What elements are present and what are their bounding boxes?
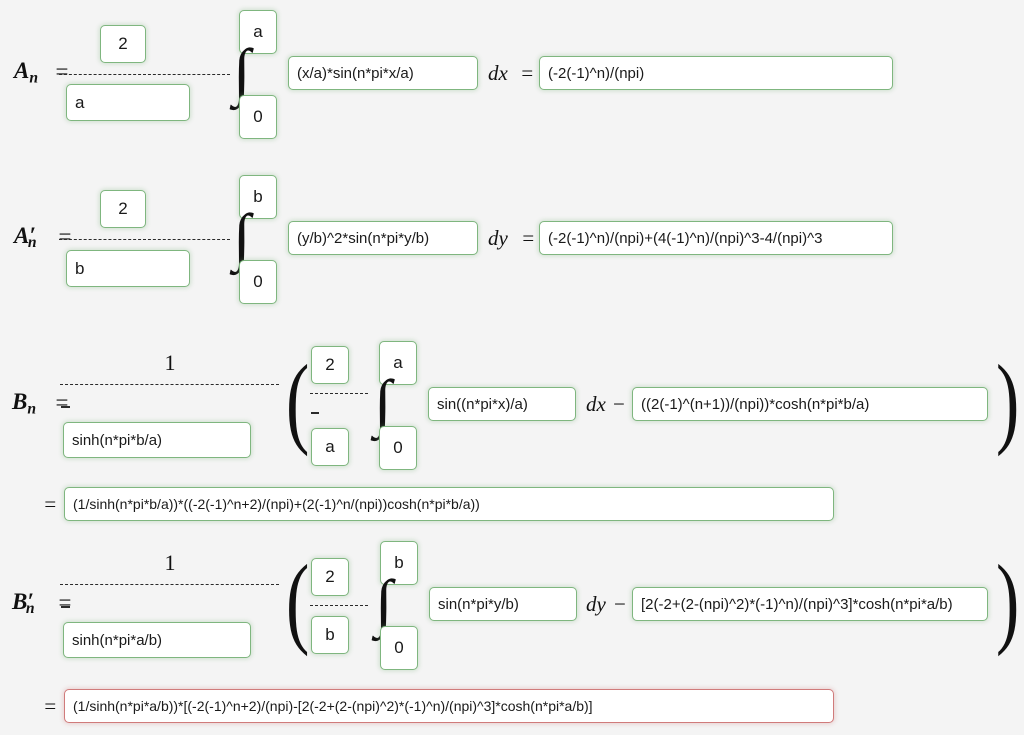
group-close-paren-Bn: ) [996, 346, 1020, 458]
inner-numerator-input-Bnp[interactable]: 2 [311, 558, 349, 596]
integral-lower-limit-Bn[interactable]: 0 [379, 426, 417, 470]
final-result-input-Bn[interactable]: (1/sinh(n*pi*b/a))*((-2(-1)^n+2)/(npi)+(… [64, 487, 834, 521]
group-open-paren-Bnp: ( [286, 546, 310, 658]
group-close-paren-Bnp: ) [996, 546, 1020, 658]
operator-minus-Bnp: − [614, 592, 626, 616]
inner-fraction-bar-Bn [310, 393, 368, 394]
result-input-Anp[interactable]: (-2(-1)^n)/(npi)+(4(-1)^n)/(npi)^3-4/(np… [539, 221, 893, 255]
outer-fraction-bar-Bn [60, 384, 279, 385]
differential-Bnp: dy [586, 592, 606, 616]
operator-minus-Bn: − [613, 392, 625, 416]
denominator-input-Anp[interactable]: b [66, 250, 190, 287]
numerator-input-Anp[interactable]: 2 [100, 190, 146, 228]
inner-stray-dash-Bn [311, 412, 319, 414]
group-open-paren-Bn: ( [286, 346, 310, 458]
integrand-input-An[interactable]: (x/a)*sin(n*pi*x/a) [288, 56, 478, 90]
outer-denominator-input-Bnp[interactable]: sinh(n*pi*a/b) [63, 622, 251, 658]
label-Bn: Bn [12, 389, 37, 418]
fraction-bar-Anp [59, 239, 230, 240]
equals-Anp: = [57, 224, 73, 249]
differential-Bn: dx [586, 392, 606, 416]
integral-icon-Anp: ∫ [233, 201, 251, 272]
numerator-input-An[interactable]: 2 [100, 25, 146, 63]
result-equals-Anp: = [521, 226, 536, 250]
label-An: An [14, 58, 39, 87]
outer-numerator-Bn: 1 [164, 350, 176, 375]
differential-An: dx [488, 61, 508, 85]
final-equals-Bnp: = [43, 694, 58, 718]
final-equals-Bn: = [43, 492, 58, 516]
result-input-An[interactable]: (-2(-1)^n)/(npi) [539, 56, 893, 90]
equals-Bnp: = [57, 590, 73, 615]
integral-lower-limit-Bnp[interactable]: 0 [380, 626, 418, 670]
integral-upper-limit-Bn[interactable]: a [379, 341, 417, 385]
integral-lower-limit-An[interactable]: 0 [239, 95, 277, 139]
inner-denominator-input-Bnp[interactable]: b [311, 616, 349, 654]
integral-upper-limit-Bnp[interactable]: b [380, 541, 418, 585]
integral-icon-Bnp: ∫ [375, 567, 393, 638]
final-result-input-Bnp[interactable]: (1/sinh(n*pi*a/b))*[(-2(-1)^n+2)/(npi)-[… [64, 689, 834, 723]
outer-denominator-input-Bn[interactable]: sinh(n*pi*b/a) [63, 422, 251, 458]
label-Anp: A′n [14, 223, 37, 252]
label-Bnp: B′n [12, 589, 35, 618]
integrand-input-Anp[interactable]: (y/b)^2*sin(n*pi*y/b) [288, 221, 478, 255]
inner-fraction-bar-Bnp [310, 605, 368, 606]
integrand-input-Bnp[interactable]: sin(n*pi*y/b) [429, 587, 577, 621]
outer-numerator-Bnp: 1 [164, 550, 176, 575]
differential-Anp: dy [488, 226, 508, 250]
integral-upper-limit-An[interactable]: a [239, 10, 277, 54]
integral-icon-An: ∫ [233, 36, 251, 107]
subtracted-term-input-Bn[interactable]: ((2(-1)^(n+1))/(npi))*cosh(n*pi*b/a) [632, 387, 988, 421]
integral-upper-limit-Anp[interactable]: b [239, 175, 277, 219]
equals-An: = [54, 59, 70, 84]
inner-numerator-input-Bn[interactable]: 2 [311, 346, 349, 384]
outer-stray-dash-Bn [61, 406, 70, 408]
inner-denominator-input-Bn[interactable]: a [311, 428, 349, 466]
fraction-numerator-An: 2 [100, 25, 146, 63]
denominator-input-An[interactable]: a [66, 84, 190, 121]
integrand-input-Bn[interactable]: sin((n*pi*x)/a) [428, 387, 576, 421]
outer-fraction-bar-Bnp [60, 584, 279, 585]
result-equals-An: = [520, 61, 535, 85]
equals-Bn: = [54, 390, 70, 415]
subtracted-term-input-Bnp[interactable]: [2(-2+(2-(npi)^2)*(-1)^n)/(npi)^3]*cosh(… [632, 587, 988, 621]
integral-lower-limit-Anp[interactable]: 0 [239, 260, 277, 304]
outer-stray-dash-Bnp [61, 606, 70, 608]
fraction-bar-An [59, 74, 230, 75]
integral-icon-Bn: ∫ [374, 367, 392, 438]
